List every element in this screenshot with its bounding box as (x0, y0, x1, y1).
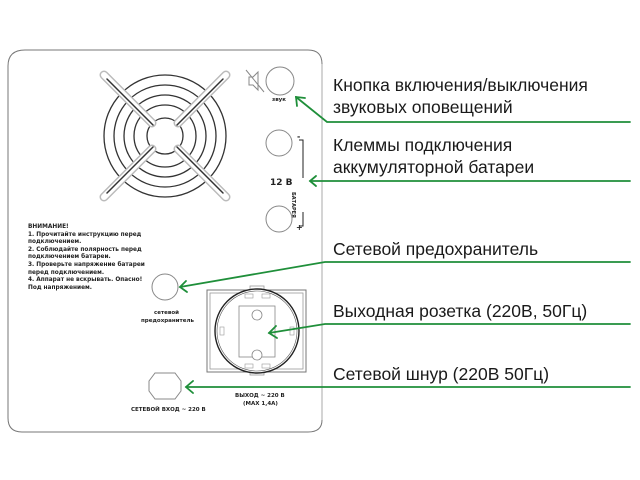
callout-fuse: Сетевой предохранитель (333, 238, 538, 260)
callout-mains-cord: Сетевой шнур (220В 50Гц) (333, 363, 549, 385)
warning-line: подключением. (28, 239, 82, 246)
mains-input-label: СЕТЕВОЙ ВХОД ~ 220 В (131, 407, 206, 413)
sound-toggle-button[interactable] (265, 66, 295, 96)
warning-title: ВНИМАНИЕ! (28, 224, 69, 230)
battery-vertical-label: БАТАРЕЯ (290, 192, 296, 218)
callout-text: Выходная розетка (220В, 50Гц) (333, 301, 588, 321)
callout-text: аккумуляторной батареи (333, 157, 535, 177)
warning-line: подключением батареи. (28, 254, 111, 261)
callout-text: звуковых оповещений (333, 97, 513, 117)
output-label-1: ВЫХОД ~ 220 В (235, 393, 285, 399)
warning-line: 1. Прочитайте инструкцию перед (28, 231, 142, 238)
fan-grille-icon (99, 70, 231, 202)
callout-text: Сетевой предохранитель (333, 239, 539, 259)
warning-block: ВНИМАНИЕ! 1. Прочитайте инструкцию перед… (28, 224, 145, 292)
battery-terminal-plus[interactable] (265, 205, 293, 233)
callout-sound-button: Кнопка включения/выключения звуковых опо… (333, 74, 588, 118)
fuse-label-2: предохранитель (141, 318, 194, 324)
warning-line: 4. Аппарат не вскрывать. Опасно! (28, 277, 143, 284)
callout-battery-terminals: Клеммы подключения аккумуляторной батаре… (333, 134, 534, 178)
fuse-holder[interactable] (151, 273, 179, 301)
battery-plus-label: + (296, 223, 303, 232)
battery-minus-label: - (297, 132, 301, 141)
callout-text: Кнопка включения/выключения (333, 75, 588, 95)
callout-text: Клеммы подключения (333, 135, 513, 155)
output-label-2: (MAX 1,4A) (243, 401, 278, 407)
battery-bracket (299, 139, 304, 227)
schuko-socket-icon[interactable] (206, 285, 307, 376)
callout-text: Сетевой шнур (220В 50Гц) (333, 364, 550, 384)
battery-terminal-minus[interactable] (265, 129, 293, 157)
speaker-muted-icon (245, 69, 265, 93)
warning-line: Под напряжением. (28, 284, 92, 291)
sound-button-label: звук (272, 97, 286, 103)
battery-voltage-label: 12 В (270, 178, 293, 188)
warning-line: перед подключением. (28, 269, 105, 276)
fuse-label-1: сетевой (154, 310, 180, 316)
warning-line: 3. Проверьте напряжение батареи (28, 261, 145, 268)
callout-output-socket: Выходная розетка (220В, 50Гц) (333, 300, 587, 322)
callout-arrows (178, 95, 631, 394)
warning-line: 2. Соблюдайте полярность перед (28, 246, 142, 253)
mains-input-port[interactable] (148, 372, 182, 400)
